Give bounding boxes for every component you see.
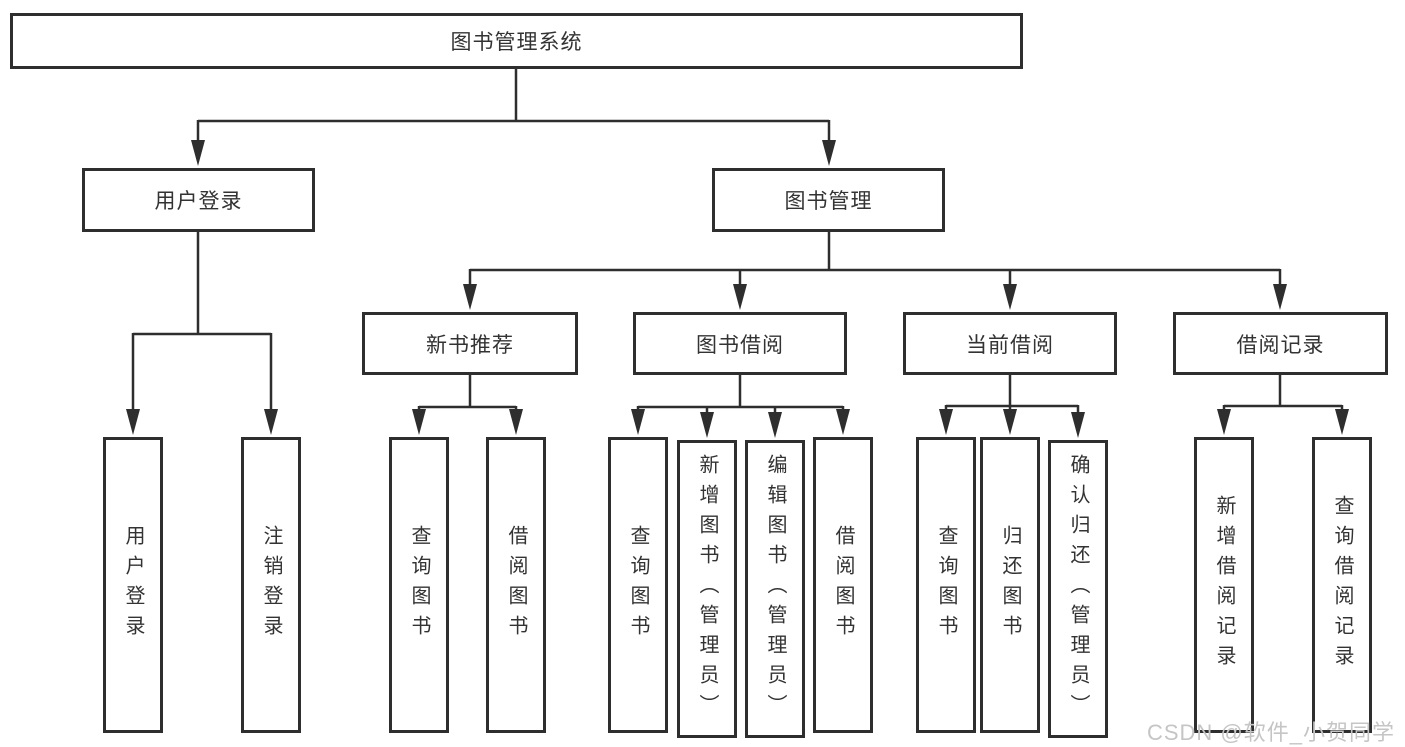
node-book-management: 图书管理 bbox=[712, 168, 945, 232]
leaf-return-books-label: 归还图书 bbox=[999, 525, 1021, 645]
leaf-query-books-2-label: 查询图书 bbox=[627, 525, 649, 645]
leaf-query-books-2: 查询图书 bbox=[608, 437, 668, 733]
leaf-add-books-admin-label: 新增图书（管理员） bbox=[696, 454, 718, 724]
leaf-query-borrow-record-label: 查询借阅记录 bbox=[1331, 495, 1353, 675]
node-current-borrow-label: 当前借阅 bbox=[966, 333, 1054, 357]
leaf-borrow-books-2-label: 借阅图书 bbox=[832, 525, 854, 645]
node-current-borrow: 当前借阅 bbox=[903, 312, 1117, 375]
leaf-query-books-3: 查询图书 bbox=[916, 437, 976, 733]
arrowheads bbox=[126, 140, 1349, 438]
node-user-login-label: 用户登录 bbox=[154, 190, 243, 213]
leaf-borrow-books-1: 借阅图书 bbox=[486, 437, 546, 733]
node-book-borrow: 图书借阅 bbox=[633, 312, 847, 375]
leaf-logout: 注销登录 bbox=[241, 437, 301, 733]
node-book-borrow-label: 图书借阅 bbox=[696, 333, 784, 357]
leaf-query-borrow-record: 查询借阅记录 bbox=[1312, 437, 1372, 733]
leaf-borrow-books-2: 借阅图书 bbox=[813, 437, 873, 733]
leaf-user-login-label: 用户登录 bbox=[122, 525, 144, 645]
node-root-label: 图书管理系统 bbox=[450, 31, 583, 54]
node-new-book-recommend: 新书推荐 bbox=[362, 312, 578, 375]
node-borrow-records: 借阅记录 bbox=[1173, 312, 1388, 375]
leaf-borrow-books-1-label: 借阅图书 bbox=[505, 525, 527, 645]
leaf-add-books-admin: 新增图书（管理员） bbox=[677, 440, 737, 738]
leaf-query-books-1-label: 查询图书 bbox=[408, 525, 430, 645]
leaf-edit-books-admin: 编辑图书（管理员） bbox=[745, 440, 805, 738]
node-borrow-records-label: 借阅记录 bbox=[1236, 333, 1325, 357]
leaf-return-books: 归还图书 bbox=[980, 437, 1040, 733]
leaf-query-books-3-label: 查询图书 bbox=[935, 525, 957, 645]
node-new-book-recommend-label: 新书推荐 bbox=[426, 333, 514, 357]
node-root-system: 图书管理系统 bbox=[10, 13, 1023, 69]
leaf-confirm-return-admin-label: 确认归还（管理员） bbox=[1067, 454, 1089, 724]
node-user-login: 用户登录 bbox=[82, 168, 315, 232]
node-book-management-label: 图书管理 bbox=[784, 190, 873, 213]
leaf-query-books-1: 查询图书 bbox=[389, 437, 449, 733]
leaf-confirm-return-admin: 确认归还（管理员） bbox=[1048, 440, 1108, 738]
leaf-user-login: 用户登录 bbox=[103, 437, 163, 733]
leaf-edit-books-admin-label: 编辑图书（管理员） bbox=[764, 454, 786, 724]
leaf-logout-label: 注销登录 bbox=[260, 525, 282, 645]
csdn-watermark: CSDN @软件_小贺同学 bbox=[1146, 720, 1395, 745]
leaf-add-borrow-record-label: 新增借阅记录 bbox=[1213, 495, 1235, 675]
leaf-add-borrow-record: 新增借阅记录 bbox=[1194, 437, 1254, 733]
